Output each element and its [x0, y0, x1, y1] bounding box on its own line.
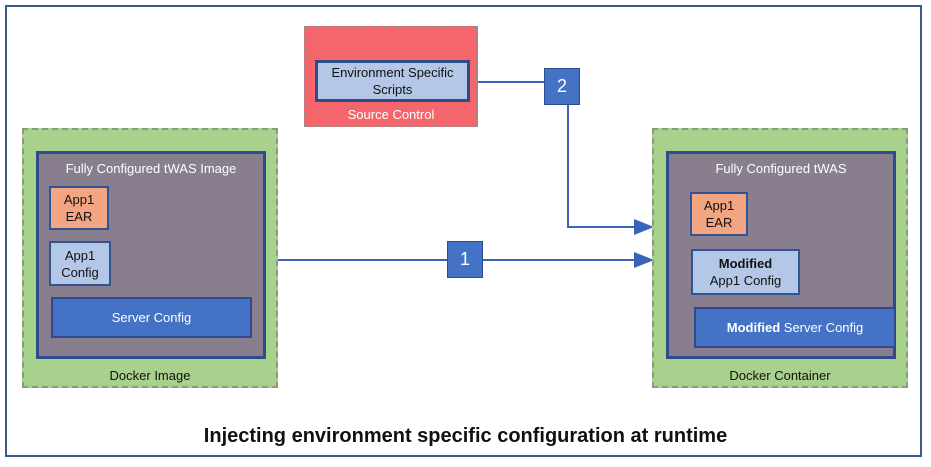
diagram-frame [5, 5, 922, 457]
server-config-label: Server Config [111, 310, 192, 325]
docker-image-box: Fully Configured tWAS Image App1 EAR App… [22, 128, 278, 388]
source-control-label: Source Control [347, 107, 435, 122]
step2-arrow [476, 81, 654, 235]
docker-image-label: Docker Image [109, 368, 191, 383]
twas-image-box: Fully Configured tWAS Image App1 EAR App… [36, 151, 266, 359]
app1-config-label: App1 Config [709, 273, 782, 288]
container-ear-line1: App1 [703, 198, 735, 213]
scripts-line1: Environment Specific [331, 65, 454, 80]
source-control-box: Environment Specific Scripts Source Cont… [304, 26, 478, 127]
step2-number: 2 [556, 76, 567, 96]
ear-line1: App1 [63, 192, 95, 207]
server-config-text: Server Config [780, 320, 864, 335]
environment-scripts-box: Environment Specific Scripts [315, 60, 470, 102]
server-modified-label: Modified [726, 320, 781, 335]
modified-label: Modified [718, 256, 773, 271]
scripts-line2: Scripts [372, 82, 413, 97]
container-ear-line2: EAR [705, 215, 733, 230]
server-config-box: Server Config [51, 297, 252, 338]
config-line1: App1 [64, 247, 96, 263]
diagram-caption: Injecting environment specific configura… [203, 425, 728, 447]
step1-badge: 1 [447, 241, 483, 278]
modified-server-config-box: Modified Server Config [694, 307, 896, 348]
docker-container-box: Fully Configured tWAS App1 EAR Modified … [652, 128, 908, 388]
twas-image-title: Fully Configured tWAS Image [65, 161, 237, 176]
twas-container-title: Fully Configured tWAS [715, 161, 847, 176]
app1-config-box: App1 Config [49, 241, 111, 286]
config-line2: Config [61, 264, 99, 280]
app1-ear-box: App1 EAR [49, 186, 109, 230]
step2-badge: 2 [544, 68, 580, 105]
modified-app1-config-box: Modified App1 Config [691, 249, 800, 295]
container-app1-ear-box: App1 EAR [690, 192, 748, 236]
step1-number: 1 [459, 249, 470, 269]
docker-container-label: Docker Container [729, 368, 831, 383]
ear-line2: EAR [65, 209, 93, 224]
twas-container-box: Fully Configured tWAS App1 EAR Modified … [666, 151, 896, 359]
